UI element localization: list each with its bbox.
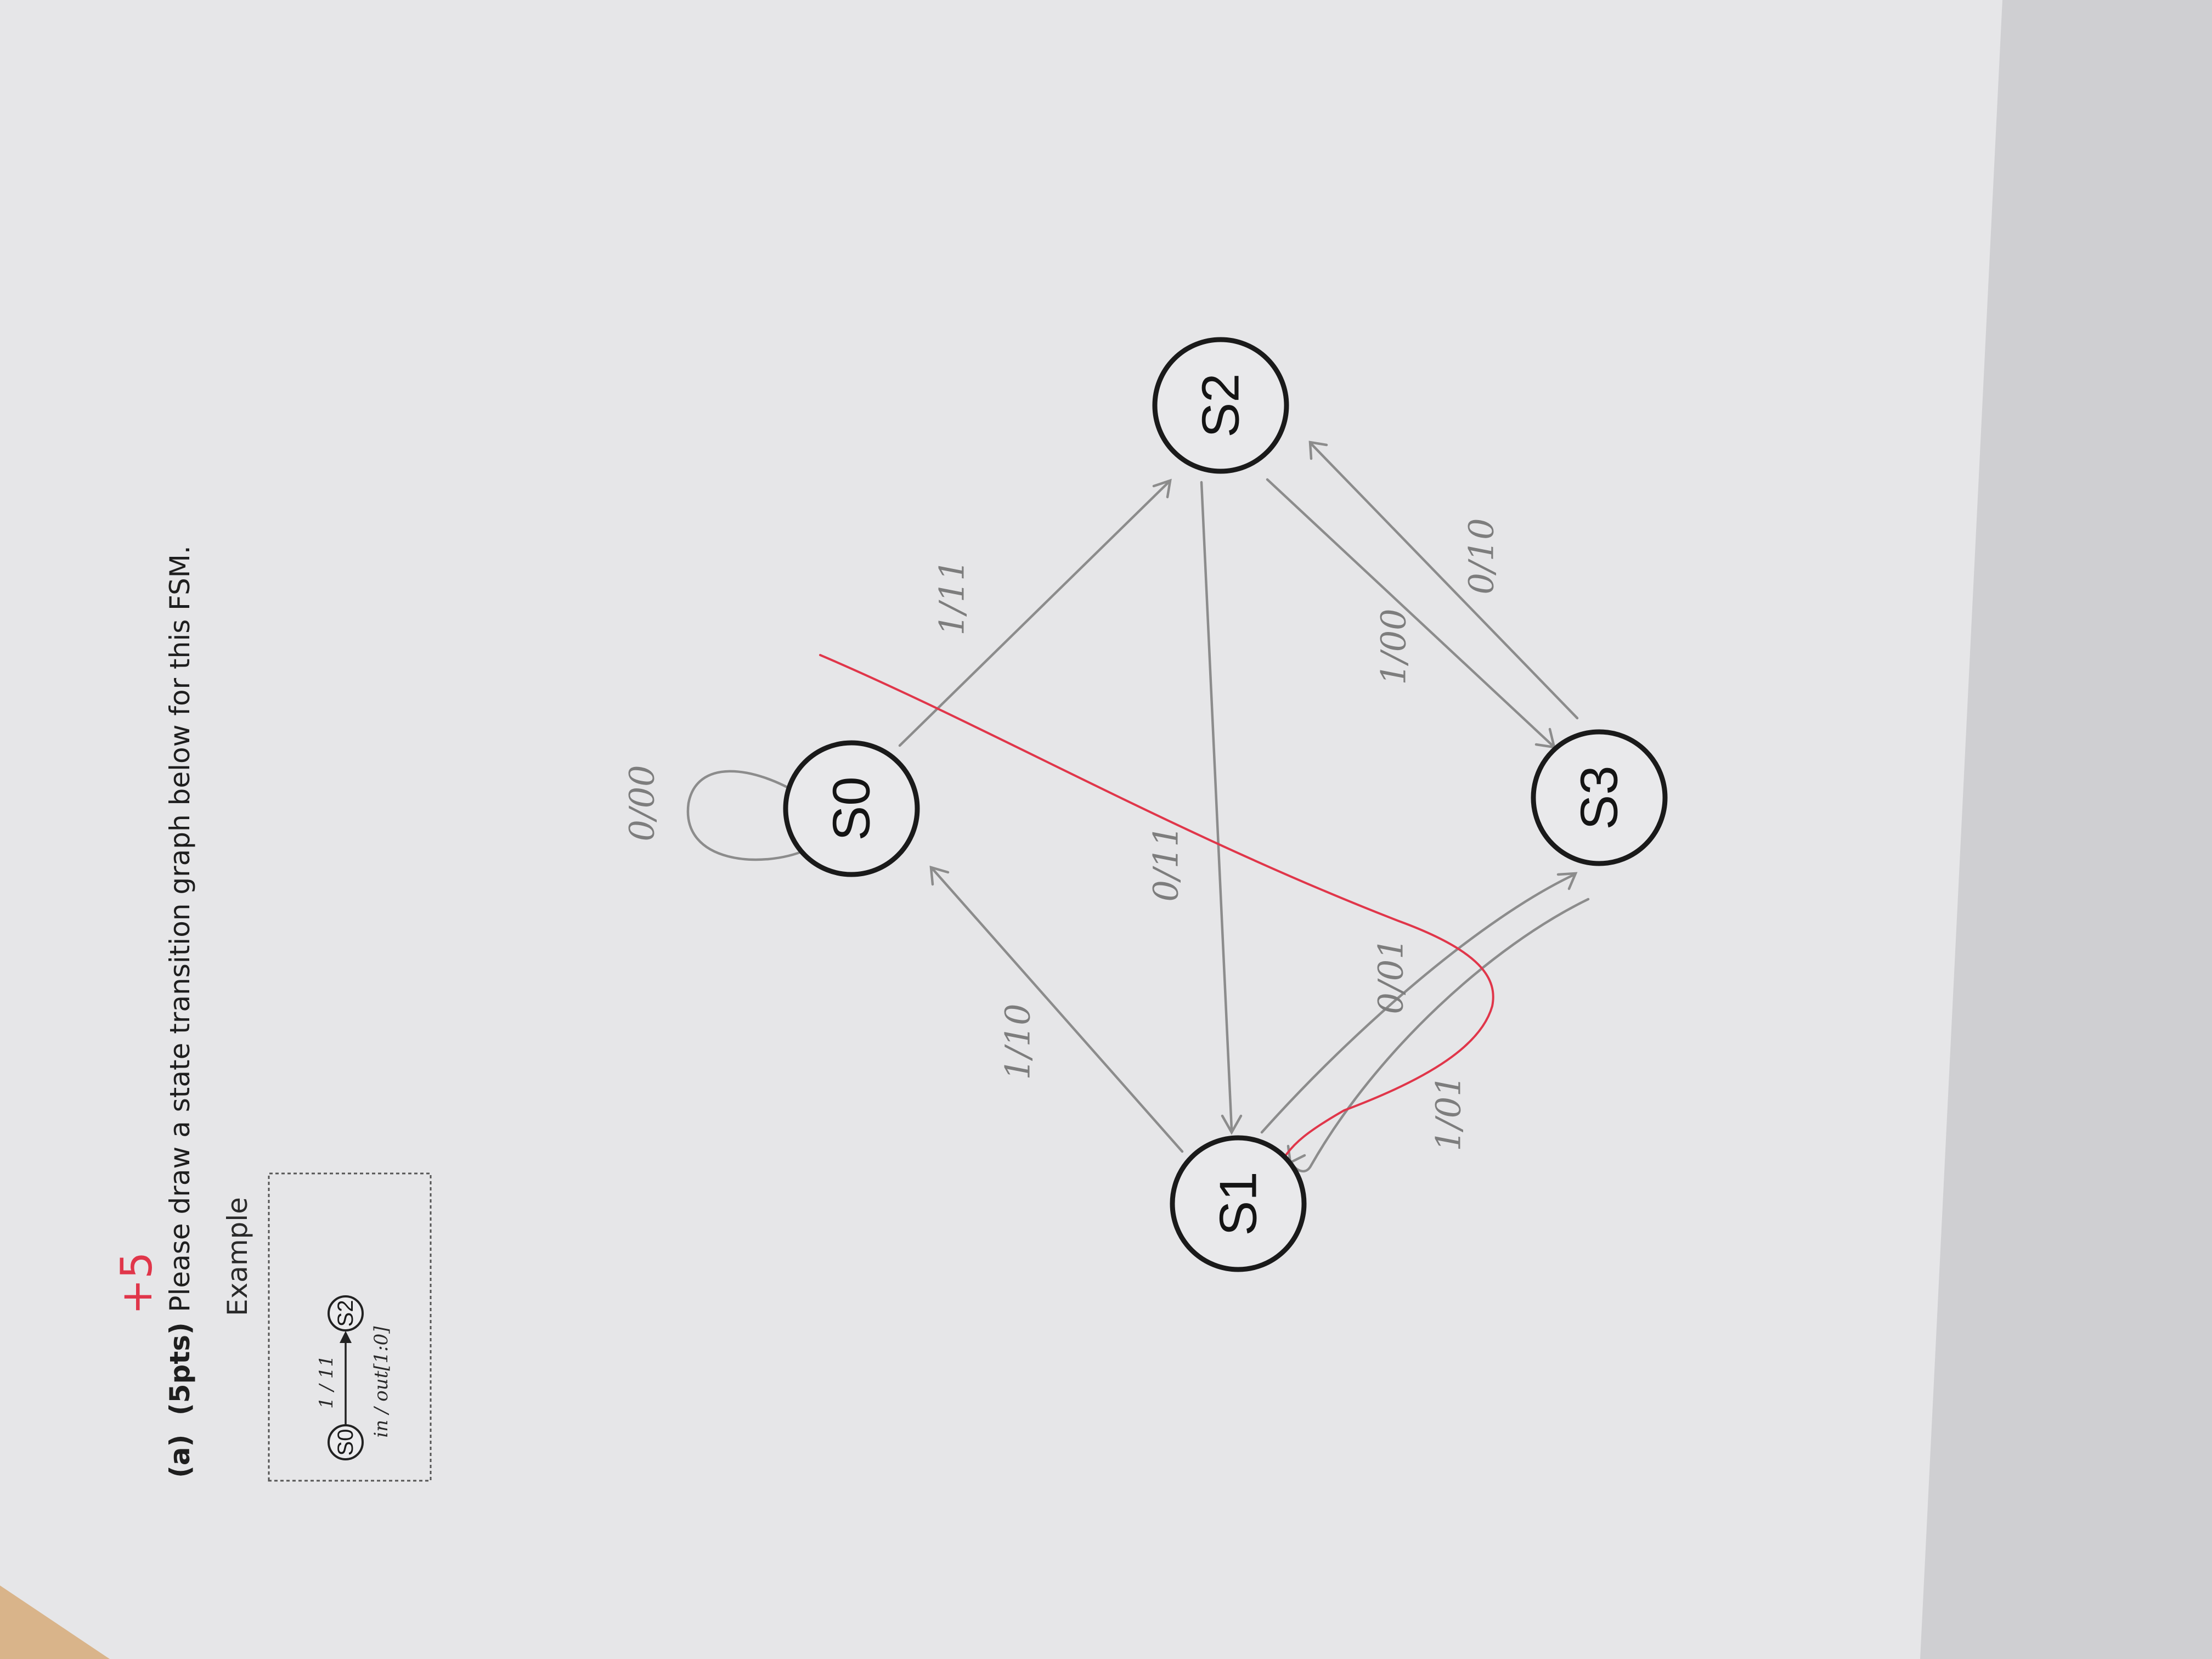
example-state-s0 (328, 1424, 364, 1460)
state-s3 (1531, 729, 1668, 866)
paper-shadow (1920, 0, 2212, 1659)
edge-s3-to-s2-arrowhead (1308, 441, 1328, 460)
edge-s0-to-s2-arrowhead (1152, 478, 1172, 499)
table-corner (0, 1585, 110, 1659)
state-s3-label: S3 (1570, 765, 1629, 830)
state-s2-label: S2 (1192, 373, 1250, 437)
label-s3-to-s1: 0/01 (1371, 938, 1411, 1014)
question-points-label: (5pts) (164, 1322, 196, 1415)
fsm-transition-labels: 0/00 1/11 1/10 0/11 1/00 0/10 1/01 0/01 (622, 518, 1502, 1151)
example-state-s2 (328, 1295, 364, 1331)
example-box (268, 1172, 432, 1482)
grade-mark: +5 (112, 1252, 162, 1315)
label-s1-to-s0: 1/10 (998, 1003, 1038, 1080)
rotated-page-content: +5 (a) (5pts) Please draw a state transi… (112, 337, 1668, 1482)
state-s2 (1152, 337, 1289, 474)
example-edge-label: 1 / 11 (315, 1355, 337, 1409)
example-edge-arrowhead (340, 1331, 352, 1343)
label-s0-self-loop: 0/00 (622, 765, 662, 841)
example-legend-label: in / out[1:0] (370, 1326, 392, 1438)
edge-s3-to-s1 (1288, 898, 1590, 1172)
question-text: (a) (5pts) Please draw a state transitio… (164, 545, 196, 1478)
edge-s1-to-s0-arrowhead (929, 865, 950, 886)
state-s0 (783, 740, 920, 877)
red-grading-stroke (819, 654, 1494, 1155)
edge-s1-to-s3-arrowhead (1556, 872, 1578, 890)
edge-s1-to-s3 (1260, 873, 1576, 1134)
state-s0-label: S0 (822, 776, 881, 840)
example-state-s0-label: S0 (334, 1429, 358, 1456)
edge-s0-self-loop (686, 770, 808, 861)
question-body: Please draw a state transition graph bel… (164, 545, 196, 1312)
edge-s0-to-s2 (898, 481, 1170, 747)
example-title: Example (222, 1197, 253, 1316)
question-part-label: (a) (164, 1435, 196, 1478)
label-s2-to-s3: 1/00 (1374, 608, 1414, 685)
state-s1 (1170, 1135, 1307, 1272)
label-s2-to-s1: 0/11 (1146, 825, 1186, 901)
edge-s1-to-s0 (931, 867, 1184, 1153)
label-s1-to-s3: 1/01 (1429, 1075, 1469, 1151)
edge-s2-to-s1 (1200, 481, 1233, 1131)
edge-s2-to-s1-arrowhead (1221, 1114, 1243, 1135)
example-state-s2-label: S2 (334, 1300, 358, 1327)
edge-s3-to-s2 (1310, 442, 1579, 720)
state-s1-label: S1 (1209, 1171, 1268, 1235)
label-s0-to-s2: 1/11 (932, 559, 972, 635)
fsm-states: S0 S1 S2 S3 (783, 337, 1668, 1272)
label-s3-to-s2: 0/10 (1462, 518, 1502, 594)
edge-s2-to-s3 (1266, 478, 1554, 747)
example-diagram: S0 S2 1 / 11 in / out[1:0] (315, 1295, 392, 1460)
fsm-transitions (686, 441, 1590, 1172)
